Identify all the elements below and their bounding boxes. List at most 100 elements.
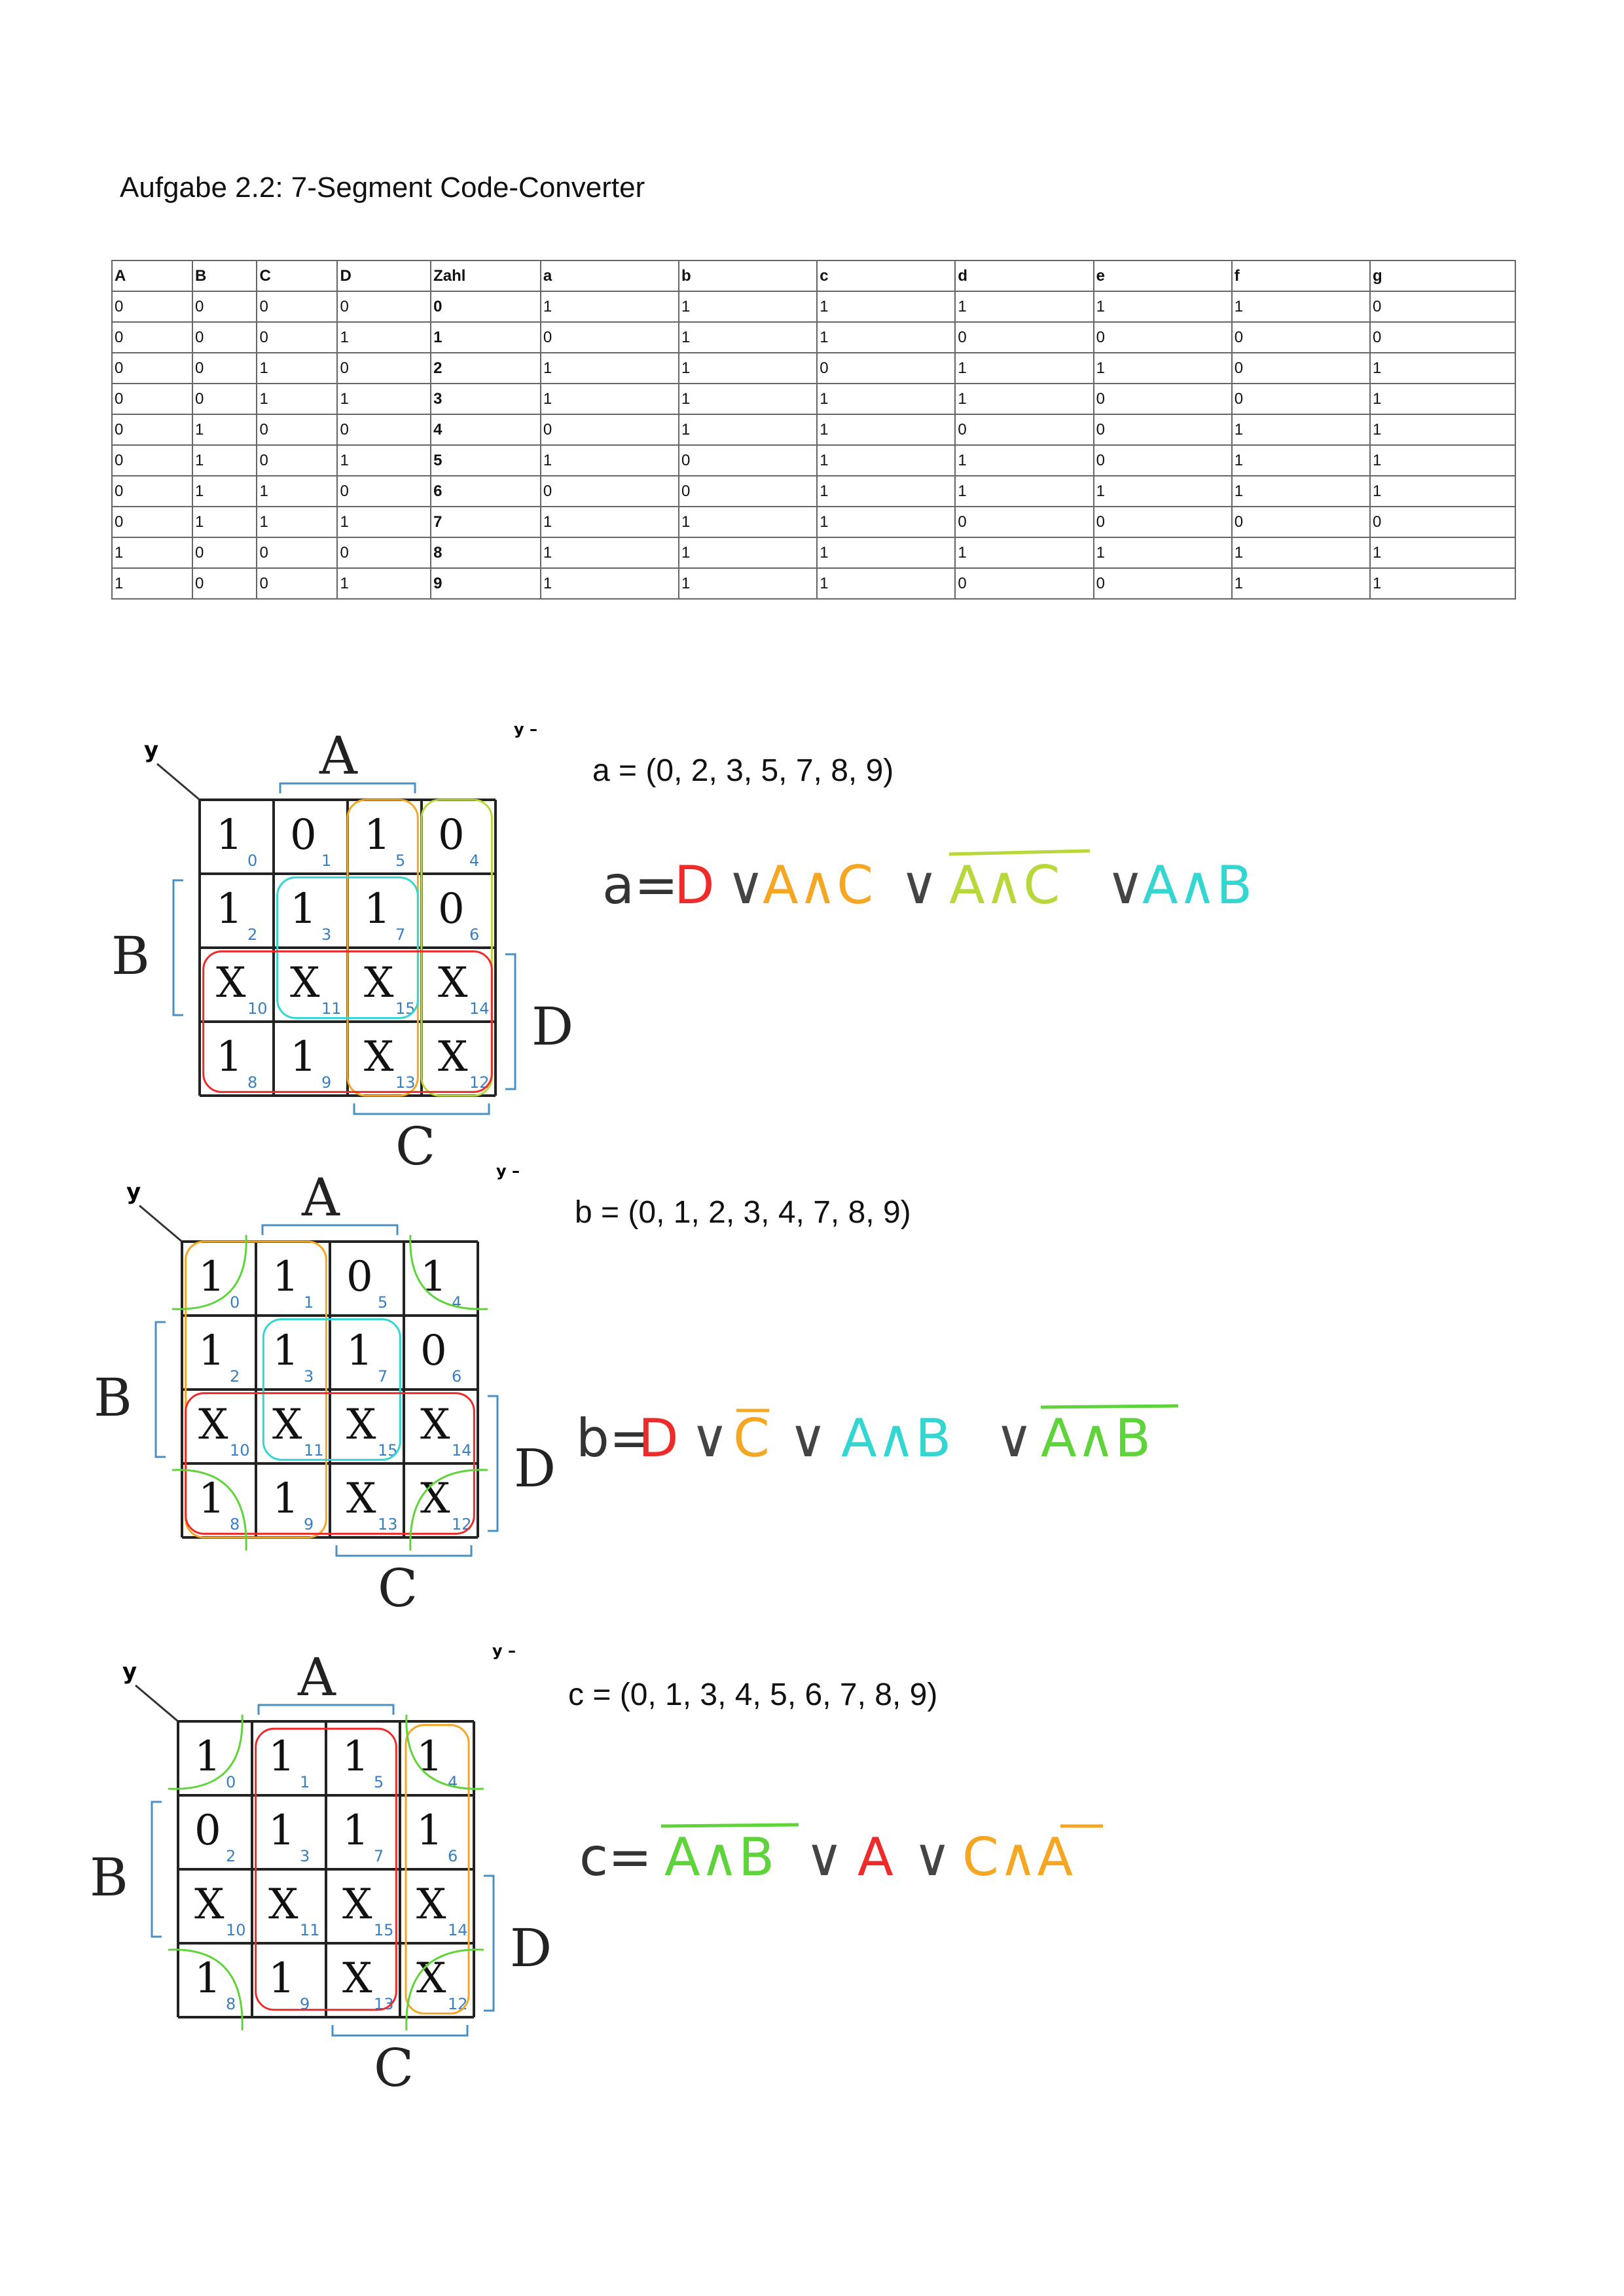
- table-cell: 1: [539, 352, 680, 384]
- kmap-cell-index: 1: [304, 1293, 314, 1312]
- kmap-group-loop: [276, 876, 419, 1019]
- minterms-c: c = (0, 1, 3, 4, 5, 6, 7, 8, 9): [568, 1677, 938, 1712]
- kmap-cell-value: 0: [420, 1327, 447, 1375]
- kmap-cell-index: 15: [374, 1921, 394, 1939]
- kmap-cell-index: 15: [395, 999, 416, 1018]
- table-cell: 1: [1231, 444, 1371, 476]
- kmap-cell-value: 0: [290, 811, 317, 859]
- kmap-cell-value: 1: [216, 1033, 243, 1081]
- kmap-cell-value: X: [342, 1954, 372, 2003]
- kmap-var-right: D: [532, 996, 573, 1057]
- kmap-cell-index: 2: [247, 925, 257, 944]
- table-cell: 1: [539, 383, 680, 415]
- table-cell: 1: [430, 321, 541, 353]
- table-cell: 0: [256, 291, 338, 323]
- table-header-e: e: [1092, 260, 1233, 292]
- table-cell: 0: [336, 291, 432, 323]
- kmap-cell-value: 1: [194, 1954, 221, 2003]
- kmap-cell-value: X: [216, 959, 246, 1007]
- kmap-y-corner: y –: [496, 1162, 520, 1180]
- expr-a-term4: A∧B: [1142, 855, 1252, 916]
- minterms-a: a = (0, 2, 3, 5, 7, 8, 9): [592, 753, 894, 788]
- expr-c-label: c=: [579, 1827, 652, 1888]
- table-cell: 0: [430, 291, 541, 323]
- table-cell: 1: [954, 537, 1094, 569]
- table-cell: 1: [111, 567, 193, 600]
- kmap-group-loop: [202, 950, 493, 1093]
- kmap-var-bottom: C: [395, 1116, 435, 1177]
- table-cell: 1: [336, 444, 432, 476]
- table-cell: 1: [256, 352, 338, 384]
- table-cell: 0: [256, 537, 338, 569]
- table-cell: 0: [1092, 444, 1233, 476]
- expr-c-or1: ∨: [805, 1827, 844, 1888]
- kmap-cell-value: 0: [438, 885, 465, 933]
- table-cell: 0: [111, 383, 193, 415]
- kmap-cell-index: 11: [300, 1921, 320, 1939]
- kmap-cell-index: 10: [226, 1921, 246, 1939]
- kmap-cell-value: X: [420, 1401, 450, 1449]
- table-cell: 0: [111, 506, 193, 538]
- kmap-cell-value: X: [272, 1401, 302, 1449]
- table-header-D: D: [336, 260, 432, 292]
- expr-c-term3: C∧A: [962, 1827, 1073, 1888]
- table-cell: 1: [539, 537, 680, 569]
- table-cell: 1: [1369, 567, 1517, 600]
- kmap-group-loop: [185, 1240, 327, 1539]
- kmap-group-loop: [262, 1318, 401, 1461]
- kmap-var-top: A: [301, 1167, 340, 1228]
- table-cell: 1: [539, 567, 680, 600]
- kmap-y-corner: y –: [514, 720, 537, 738]
- table-cell: 0: [256, 414, 338, 446]
- table-cell: 0: [111, 475, 193, 507]
- kmap-cell-value: X: [346, 1475, 376, 1523]
- kmap-cell-value: 1: [268, 1954, 295, 2003]
- expr-a-term2: A∧C: [763, 855, 873, 916]
- kmap-cell-index: 6: [469, 925, 479, 944]
- kmap-cell-value: 1: [268, 1732, 295, 1781]
- kmap-cell-value: 1: [198, 1475, 225, 1523]
- table-cell: 0: [1092, 383, 1233, 415]
- kmap-cell-index: 9: [300, 1995, 310, 2013]
- table-cell: 0: [336, 352, 432, 384]
- table-cell: 1: [816, 567, 956, 600]
- table-cell: 1: [336, 567, 432, 600]
- table-cell: 1: [1092, 352, 1233, 384]
- table-cell: 1: [336, 383, 432, 415]
- kmap-var-left: B: [94, 1367, 132, 1428]
- table-cell: 0: [191, 291, 258, 323]
- kmap-cell-index: 14: [452, 1441, 472, 1460]
- table-cell: 1: [816, 444, 956, 476]
- table-cell: 0: [1231, 352, 1371, 384]
- table-cell: 4: [430, 414, 541, 446]
- table-cell: 0: [539, 321, 680, 353]
- table-cell: 0: [1231, 321, 1371, 353]
- table-cell: 0: [111, 291, 193, 323]
- table-cell: 1: [191, 414, 258, 446]
- kmap-cell-value: X: [364, 959, 394, 1007]
- expr-b-term3: A∧B: [841, 1408, 951, 1469]
- kmap-cell-value: 1: [194, 1732, 221, 1781]
- kmap-group-loop: [185, 1392, 475, 1535]
- table-cell: 1: [678, 567, 818, 600]
- kmap-cell-value: X: [198, 1401, 228, 1449]
- table-cell: 1: [1231, 567, 1371, 600]
- kmap-cell-value: 1: [364, 885, 391, 933]
- minterms-b: b = (0, 1, 2, 3, 4, 7, 8, 9): [575, 1195, 911, 1230]
- table-cell: 1: [816, 537, 956, 569]
- table-cell: 0: [539, 414, 680, 446]
- table-cell: 0: [954, 414, 1094, 446]
- kmap-cell-value: 1: [272, 1327, 299, 1375]
- kmap-cell-index: 5: [395, 852, 405, 870]
- kmap-cell-value: X: [438, 959, 468, 1007]
- table-cell: 1: [1092, 291, 1233, 323]
- table-cell: 0: [1231, 383, 1371, 415]
- expr-b-or1: ∨: [691, 1408, 729, 1469]
- table-cell: 1: [1369, 475, 1517, 507]
